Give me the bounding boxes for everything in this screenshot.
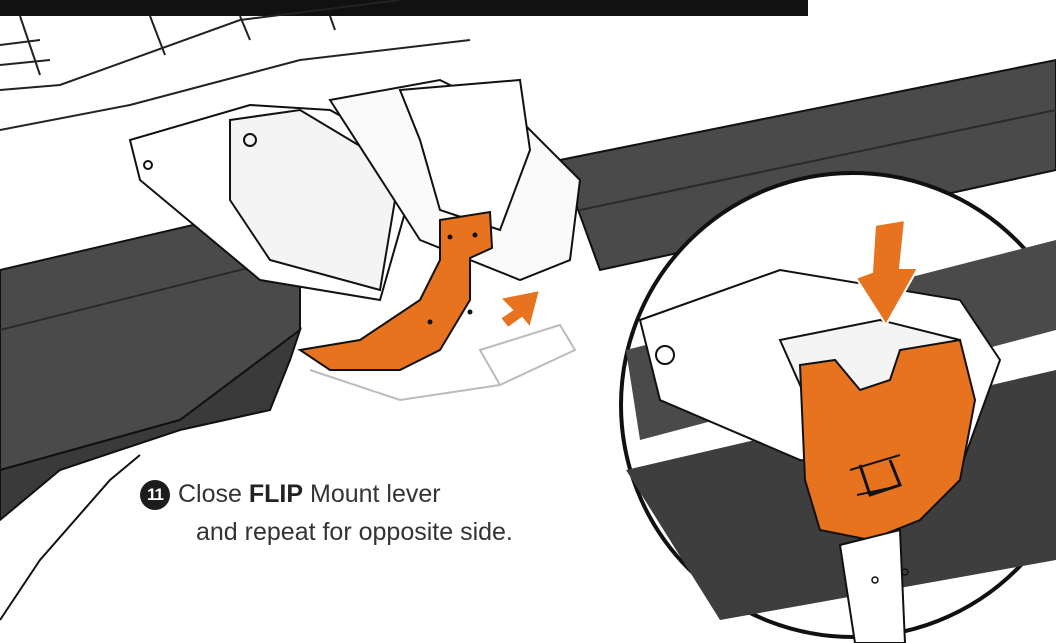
rack-tray [0,0,471,131]
step-caption: 11 Close FLIP Mount lever and repeat for… [140,476,513,551]
caption-line-1: 11 Close FLIP Mount lever [140,476,513,514]
strap-buckle [309,323,577,402]
step-number-badge: 11 [140,479,170,510]
crossbar-base [0,454,141,621]
arrow-push-icon [497,288,542,331]
caption-text-after: Mount lever [310,480,441,508]
crossbar-right-stripe [579,109,1056,211]
header-band [0,0,808,16]
orange-lever-zoom [798,338,977,643]
crossbar-right [558,58,1056,272]
caption-text-before: Close [178,480,242,508]
flip-mount-main [128,78,582,302]
caption-line-2: and repeat for opposite side. [196,517,513,546]
crossbar-left-stripe [0,259,281,331]
caption-bold-word: FLIP [248,480,304,508]
logo-mark-icon [858,459,902,497]
orange-strap-main [297,210,494,371]
crossbar-left-foot [0,327,302,522]
arrow-down-icon [854,218,920,327]
